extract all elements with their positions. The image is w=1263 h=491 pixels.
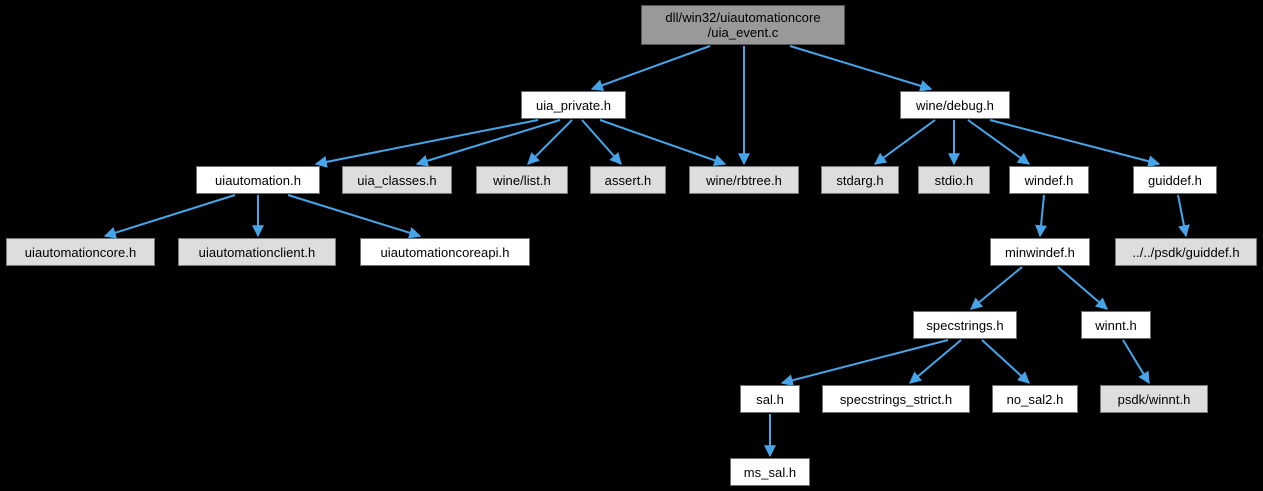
edge-minwindef-to-specstrings <box>970 266 1023 310</box>
edge-minwindef-to-winnt <box>1057 266 1108 310</box>
edge-uia_private-to-wine_list <box>527 119 573 165</box>
node-wine_list[interactable]: wine/list.h <box>476 166 568 194</box>
node-root[interactable]: dll/win32/uiautomationcore /uia_event.c <box>641 5 845 45</box>
node-uiautomationclient[interactable]: uiautomationclient.h <box>178 238 336 266</box>
edge-wine_debug-to-windef <box>967 119 1030 165</box>
edge-winnt-to-psdk_winnt <box>1122 339 1150 385</box>
node-no_sal2[interactable]: no_sal2.h <box>992 385 1078 413</box>
edge-uiautomation-to-uiautomationcore <box>103 194 236 239</box>
edge-specstrings-to-specstrings_strict <box>909 339 962 384</box>
edge-specstrings-to-sal <box>780 339 949 387</box>
edge-uia_private-to-uia_classes <box>415 119 561 167</box>
node-ms_sal[interactable]: ms_sal.h <box>730 458 810 486</box>
node-assert[interactable]: assert.h <box>590 166 666 194</box>
edge-windef-to-minwindef <box>1035 194 1048 238</box>
node-specstrings_strict[interactable]: specstrings_strict.h <box>822 385 970 413</box>
node-uiautomationcore[interactable]: uiautomationcore.h <box>6 238 155 266</box>
node-minwindef[interactable]: minwindef.h <box>990 238 1090 266</box>
node-uiautomationcoreapi[interactable]: uiautomationcoreapi.h <box>360 238 530 266</box>
node-stdarg[interactable]: stdarg.h <box>821 166 899 194</box>
edge-uia_private-to-wine_rbtree <box>599 119 727 167</box>
edge-wine_debug-to-stdarg <box>874 119 936 165</box>
edge-root-to-uia_private <box>590 45 711 91</box>
edge-uia_private-to-uiautomation <box>314 119 539 168</box>
node-psdk_winnt[interactable]: psdk/winnt.h <box>1100 385 1208 413</box>
node-uia_classes[interactable]: uia_classes.h <box>342 166 452 194</box>
node-wine_rbtree[interactable]: wine/rbtree.h <box>689 166 799 194</box>
node-psdk_guiddef[interactable]: ../../psdk/guiddef.h <box>1115 238 1257 266</box>
node-guiddef[interactable]: guiddef.h <box>1133 166 1217 194</box>
node-wine_debug[interactable]: wine/debug.h <box>900 91 1010 119</box>
edge-specstrings-to-no_sal2 <box>981 339 1030 384</box>
node-sal[interactable]: sal.h <box>740 385 800 413</box>
node-windef[interactable]: windef.h <box>1009 166 1089 194</box>
node-uia_private[interactable]: uia_private.h <box>521 91 626 119</box>
edge-wine_debug-to-guiddef <box>989 119 1161 168</box>
node-stdio[interactable]: stdio.h <box>918 166 990 194</box>
node-specstrings[interactable]: specstrings.h <box>913 311 1017 339</box>
node-winnt[interactable]: winnt.h <box>1081 311 1151 339</box>
edge-uiautomation-to-uiautomationcoreapi <box>287 194 422 239</box>
edge-uia_private-to-assert <box>581 119 622 165</box>
edge-guiddef-to-psdk_guiddef <box>1177 194 1190 238</box>
edge-root-to-wine_debug <box>789 45 933 92</box>
node-uiautomation[interactable]: uiautomation.h <box>196 166 320 194</box>
